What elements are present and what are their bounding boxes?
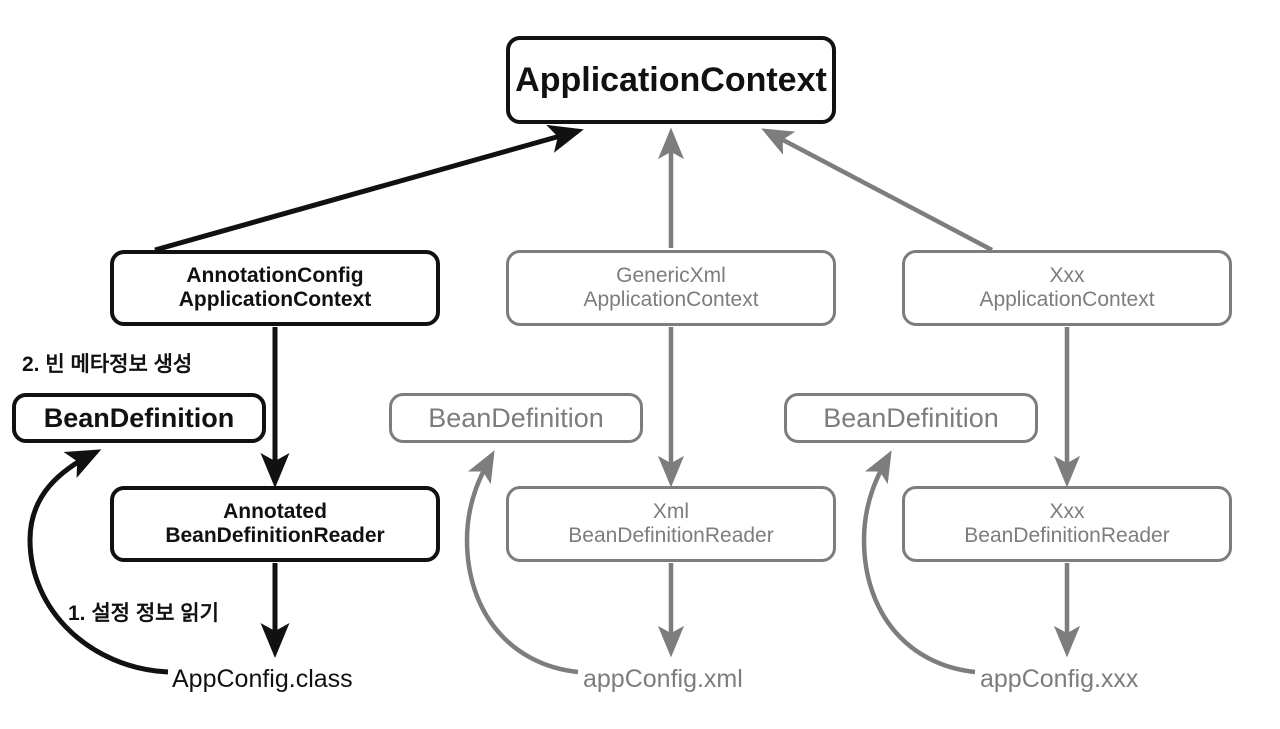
edge-annotation-context-to-root [154, 124, 584, 253]
node-annotation-config-application-context[interactable]: AnnotationConfig ApplicationContext [110, 250, 440, 326]
node-annotated-bean-definition-reader[interactable]: Annotated BeanDefinitionReader [110, 486, 440, 562]
edge-xxx-context-to-root [761, 128, 994, 252]
node-xxx-application-context[interactable]: Xxx ApplicationContext [902, 250, 1232, 326]
annotation-step-1: 1. 설정 정보 읽기 [68, 602, 219, 625]
node-xml-bean-definition-reader[interactable]: Xml BeanDefinitionReader [506, 486, 836, 562]
label-app-config-xxx: appConfig.xxx [980, 665, 1139, 693]
label-app-config-class: AppConfig.class [172, 665, 353, 693]
node-generic-xml-application-context[interactable]: GenericXml ApplicationContext [506, 250, 836, 326]
annotation-step-2: 2. 빈 메타정보 생성 [22, 353, 193, 376]
node-bean-definition-left[interactable]: BeanDefinition [12, 393, 266, 443]
label-app-config-xml: appConfig.xml [583, 665, 743, 693]
node-bean-definition-right[interactable]: BeanDefinition [784, 393, 1038, 443]
node-application-context[interactable]: ApplicationContext [506, 36, 836, 124]
node-xxx-bean-definition-reader[interactable]: Xxx BeanDefinitionReader [902, 486, 1232, 562]
edge-app-config-class-to-bean-definition [27, 449, 169, 675]
node-bean-definition-middle[interactable]: BeanDefinition [389, 393, 643, 443]
